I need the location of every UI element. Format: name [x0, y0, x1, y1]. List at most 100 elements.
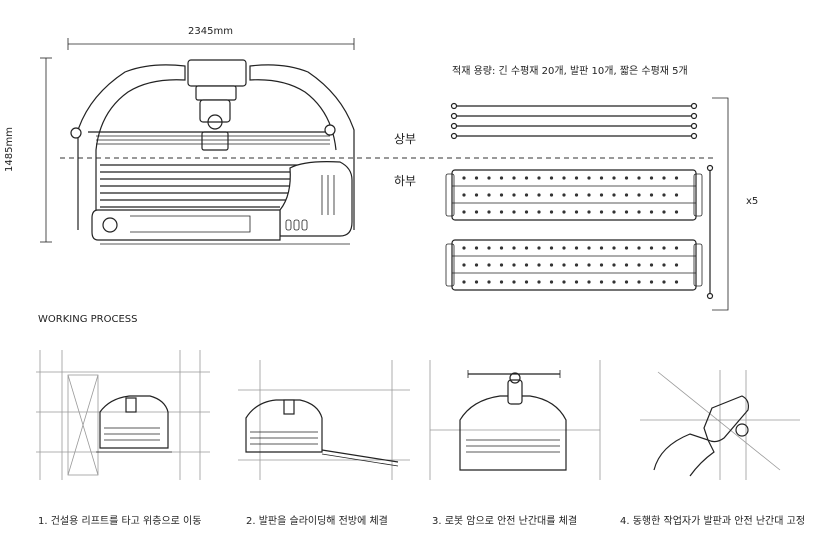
board-hole: [674, 280, 679, 284]
board-hole: [524, 210, 529, 214]
board-hole: [624, 263, 629, 267]
board-hole: [562, 193, 566, 197]
stacked-planks: [100, 164, 300, 208]
board-hole: [537, 263, 541, 267]
board-hole: [474, 176, 479, 180]
step-1-illustration: [36, 350, 210, 480]
board-hole: [537, 210, 541, 214]
board-hole: [524, 193, 529, 197]
board-hole: [512, 246, 516, 250]
board-hole: [612, 176, 616, 180]
board-hole: [474, 263, 479, 267]
board-hole: [624, 246, 629, 250]
board-hole: [499, 176, 504, 180]
board-hole: [637, 246, 641, 250]
board-hole: [624, 280, 629, 284]
board-hole: [624, 210, 629, 214]
board-hole: [624, 176, 629, 180]
board-hole: [662, 193, 666, 197]
board-hole: [524, 246, 529, 250]
width-dimension-label: 2345mm: [188, 26, 233, 37]
board-hole: [587, 193, 591, 197]
board-hole: [612, 280, 616, 284]
board-hole: [574, 210, 579, 214]
step-4-illustration: [640, 370, 800, 480]
board-hole: [537, 193, 541, 197]
board-hole: [637, 210, 641, 214]
board-hole: [587, 246, 591, 250]
board-hole: [649, 280, 654, 284]
board-hole: [624, 193, 629, 197]
board-hole: [487, 210, 491, 214]
board-hole: [462, 193, 466, 197]
board-hole: [487, 263, 491, 267]
board-hole: [674, 193, 679, 197]
board-hole: [549, 280, 554, 284]
board-hole: [637, 193, 641, 197]
board-hole: [549, 193, 554, 197]
board-hole: [462, 246, 466, 250]
board-hole: [562, 263, 566, 267]
board-hole: [599, 280, 604, 284]
board-hole: [537, 246, 541, 250]
board-hole: [574, 280, 579, 284]
long-horizontal-members: [450, 102, 698, 140]
board-hole: [587, 210, 591, 214]
board-hole: [599, 193, 604, 197]
board-hole: [474, 210, 479, 214]
board-hole: [499, 263, 504, 267]
board-hole: [549, 246, 554, 250]
board-hole: [487, 280, 491, 284]
board-hole: [474, 280, 479, 284]
board-hole: [649, 210, 654, 214]
board-hole: [662, 176, 666, 180]
board-hole: [674, 246, 679, 250]
board-hole: [499, 280, 504, 284]
step-caption-4: 4. 동행한 작업자가 발판과 안전 난간대 고정: [620, 516, 806, 527]
multiplier-label: x5: [746, 196, 759, 207]
board-hole: [462, 176, 466, 180]
board-hole: [512, 263, 516, 267]
board-hole: [587, 280, 591, 284]
board-hole: [637, 176, 641, 180]
board-hole: [674, 176, 679, 180]
section-lower-label: 하부: [394, 174, 417, 188]
board-hole: [524, 176, 529, 180]
board-hole: [612, 263, 616, 267]
board-hole: [487, 246, 491, 250]
board-hole: [662, 210, 666, 214]
board-hole: [574, 263, 579, 267]
board-hole: [662, 280, 666, 284]
board-hole: [674, 210, 679, 214]
board-hole: [487, 193, 491, 197]
step-3-illustration: [429, 360, 601, 480]
board-hole: [487, 176, 491, 180]
board-hole: [474, 246, 479, 250]
board-hole: [499, 210, 504, 214]
board-hole: [562, 246, 566, 250]
board-hole: [649, 246, 654, 250]
board-hole: [637, 263, 641, 267]
section-upper-label: 상부: [394, 132, 417, 146]
board-hole: [462, 210, 466, 214]
board-hole: [562, 176, 566, 180]
step-caption-3: 3. 로봇 암으로 안전 난간대를 체결: [432, 516, 578, 527]
board-hole: [512, 176, 516, 180]
capacity-note: 적재 용량: 긴 수평재 20개, 발판 10개, 짧은 수평재 5개: [452, 66, 688, 77]
height-dimension-label: 1485mm: [4, 127, 15, 172]
board-hole: [599, 263, 604, 267]
board-hole: [537, 176, 541, 180]
board-hole: [612, 246, 616, 250]
board-hole: [649, 193, 654, 197]
board-hole: [649, 263, 654, 267]
board-hole: [537, 280, 541, 284]
board-hole: [612, 193, 616, 197]
board-hole: [674, 263, 679, 267]
board-hole: [574, 193, 579, 197]
board-hole: [462, 280, 466, 284]
board-hole: [512, 280, 516, 284]
board-hole: [524, 280, 529, 284]
